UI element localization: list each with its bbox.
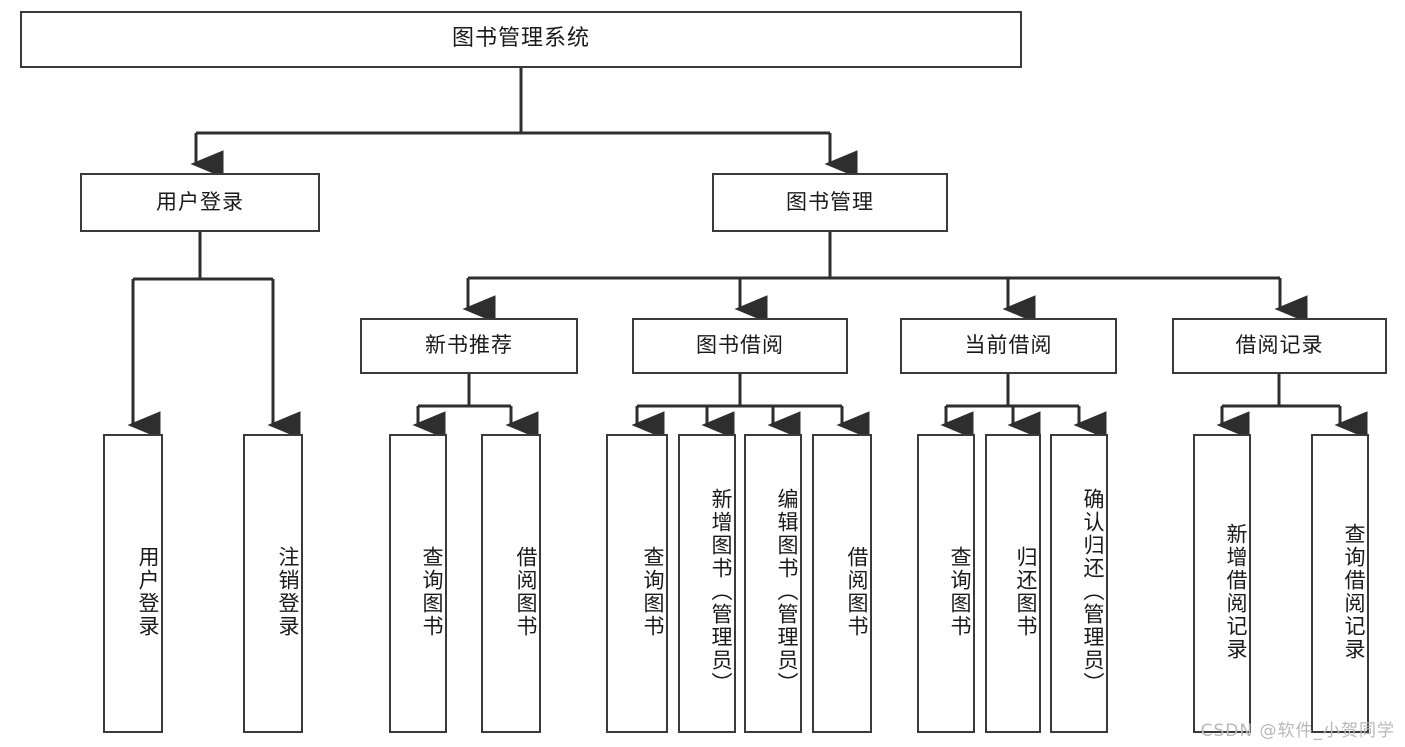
node-label: 借阅图书 (845, 545, 869, 638)
node-label: 新增图书（管理员） (709, 488, 733, 695)
node-new-book-recommend[interactable]: 新书推荐 (360, 318, 578, 374)
node-label: 确认归还（管理员） (1081, 488, 1105, 695)
watermark-text: CSDN @软件_小贺同学 (1200, 721, 1395, 741)
leaf-node[interactable]: 新增图书（管理员） (678, 434, 736, 733)
node-label: 图书管理系统 (451, 26, 590, 52)
node-label: 查询借阅记录 (1342, 522, 1366, 661)
node-label: 用户登录 (136, 545, 160, 638)
node-label: 归还图书 (1014, 545, 1038, 638)
node-borrow-record[interactable]: 借阅记录 (1172, 318, 1387, 374)
leaf-node[interactable]: 注销登录 (243, 434, 303, 733)
leaf-node[interactable]: 查询借阅记录 (1311, 434, 1369, 733)
node-book-borrow[interactable]: 图书借阅 (632, 318, 848, 374)
node-book-management[interactable]: 图书管理 (712, 173, 948, 232)
leaf-node[interactable]: 归还图书 (985, 434, 1041, 733)
node-label: 图书管理 (786, 189, 874, 214)
node-label: 注销登录 (276, 545, 300, 638)
leaf-node[interactable]: 用户登录 (103, 434, 163, 733)
node-label: 新书推荐 (425, 333, 513, 358)
node-label: 查询图书 (948, 545, 972, 638)
leaf-node[interactable]: 查询图书 (606, 434, 668, 733)
node-label: 新增借阅记录 (1224, 522, 1248, 661)
node-label: 用户登录 (156, 189, 244, 214)
node-current-borrow[interactable]: 当前借阅 (900, 318, 1117, 374)
leaf-node[interactable]: 确认归还（管理员） (1050, 434, 1108, 733)
leaf-node[interactable]: 借阅图书 (812, 434, 872, 733)
node-label: 图书借阅 (696, 333, 784, 358)
node-root[interactable]: 图书管理系统 (20, 11, 1022, 68)
leaf-node[interactable]: 新增借阅记录 (1193, 434, 1251, 733)
node-label: 当前借阅 (964, 333, 1053, 358)
node-label: 借阅图书 (514, 545, 538, 638)
leaf-node[interactable]: 编辑图书（管理员） (744, 434, 802, 733)
node-label: 查询图书 (641, 545, 665, 638)
node-label: 借阅记录 (1235, 333, 1324, 358)
leaf-node[interactable]: 借阅图书 (481, 434, 541, 733)
node-label: 查询图书 (420, 545, 444, 638)
node-label: 编辑图书（管理员） (775, 488, 799, 695)
leaf-node[interactable]: 查询图书 (389, 434, 447, 733)
leaf-node[interactable]: 查询图书 (917, 434, 975, 733)
node-user-login[interactable]: 用户登录 (80, 173, 320, 232)
